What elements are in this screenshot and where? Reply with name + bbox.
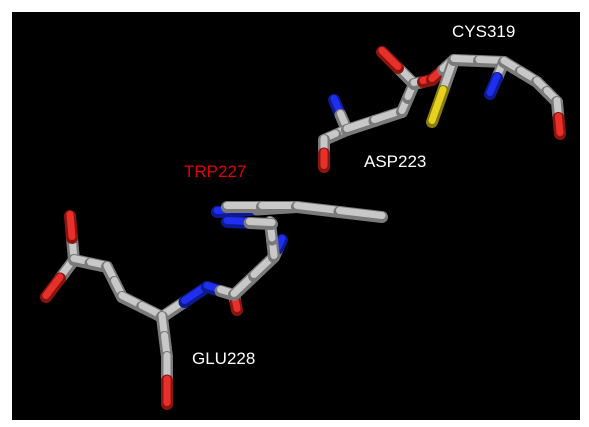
cys-bond-c-s-b-highlight <box>428 86 447 124</box>
trp-ring-bond-3-b-highlight <box>336 207 386 219</box>
residue-label-trp227: TRP227 <box>184 162 246 181</box>
residue-label-glu228: GLU228 <box>192 349 255 368</box>
cys-bond-c-o-b-highlight <box>555 113 564 136</box>
trp-bond-c-o-b-highlight <box>232 297 241 312</box>
residue-label-asp223: ASP223 <box>364 152 426 171</box>
glu-bond-co1-b-highlight <box>66 211 76 240</box>
glu-bond-co2-b-highlight <box>42 273 64 299</box>
trp-ring-bond-3-a-highlight <box>293 202 343 214</box>
residue-label-cys319: CYS319 <box>452 22 515 41</box>
molecule-viewport: CYS319 ASP223 TRP227 GLU228 <box>12 12 580 420</box>
molecule-render: CYS319 ASP223 TRP227 GLU228 <box>40 22 566 410</box>
cys-bond-ca-n-b-highlight <box>486 73 501 96</box>
trp-ring-bond-4-b-highlight <box>246 218 276 226</box>
bond-layer <box>40 46 566 410</box>
asp-bond-cg-o1-b-highlight <box>378 47 402 70</box>
